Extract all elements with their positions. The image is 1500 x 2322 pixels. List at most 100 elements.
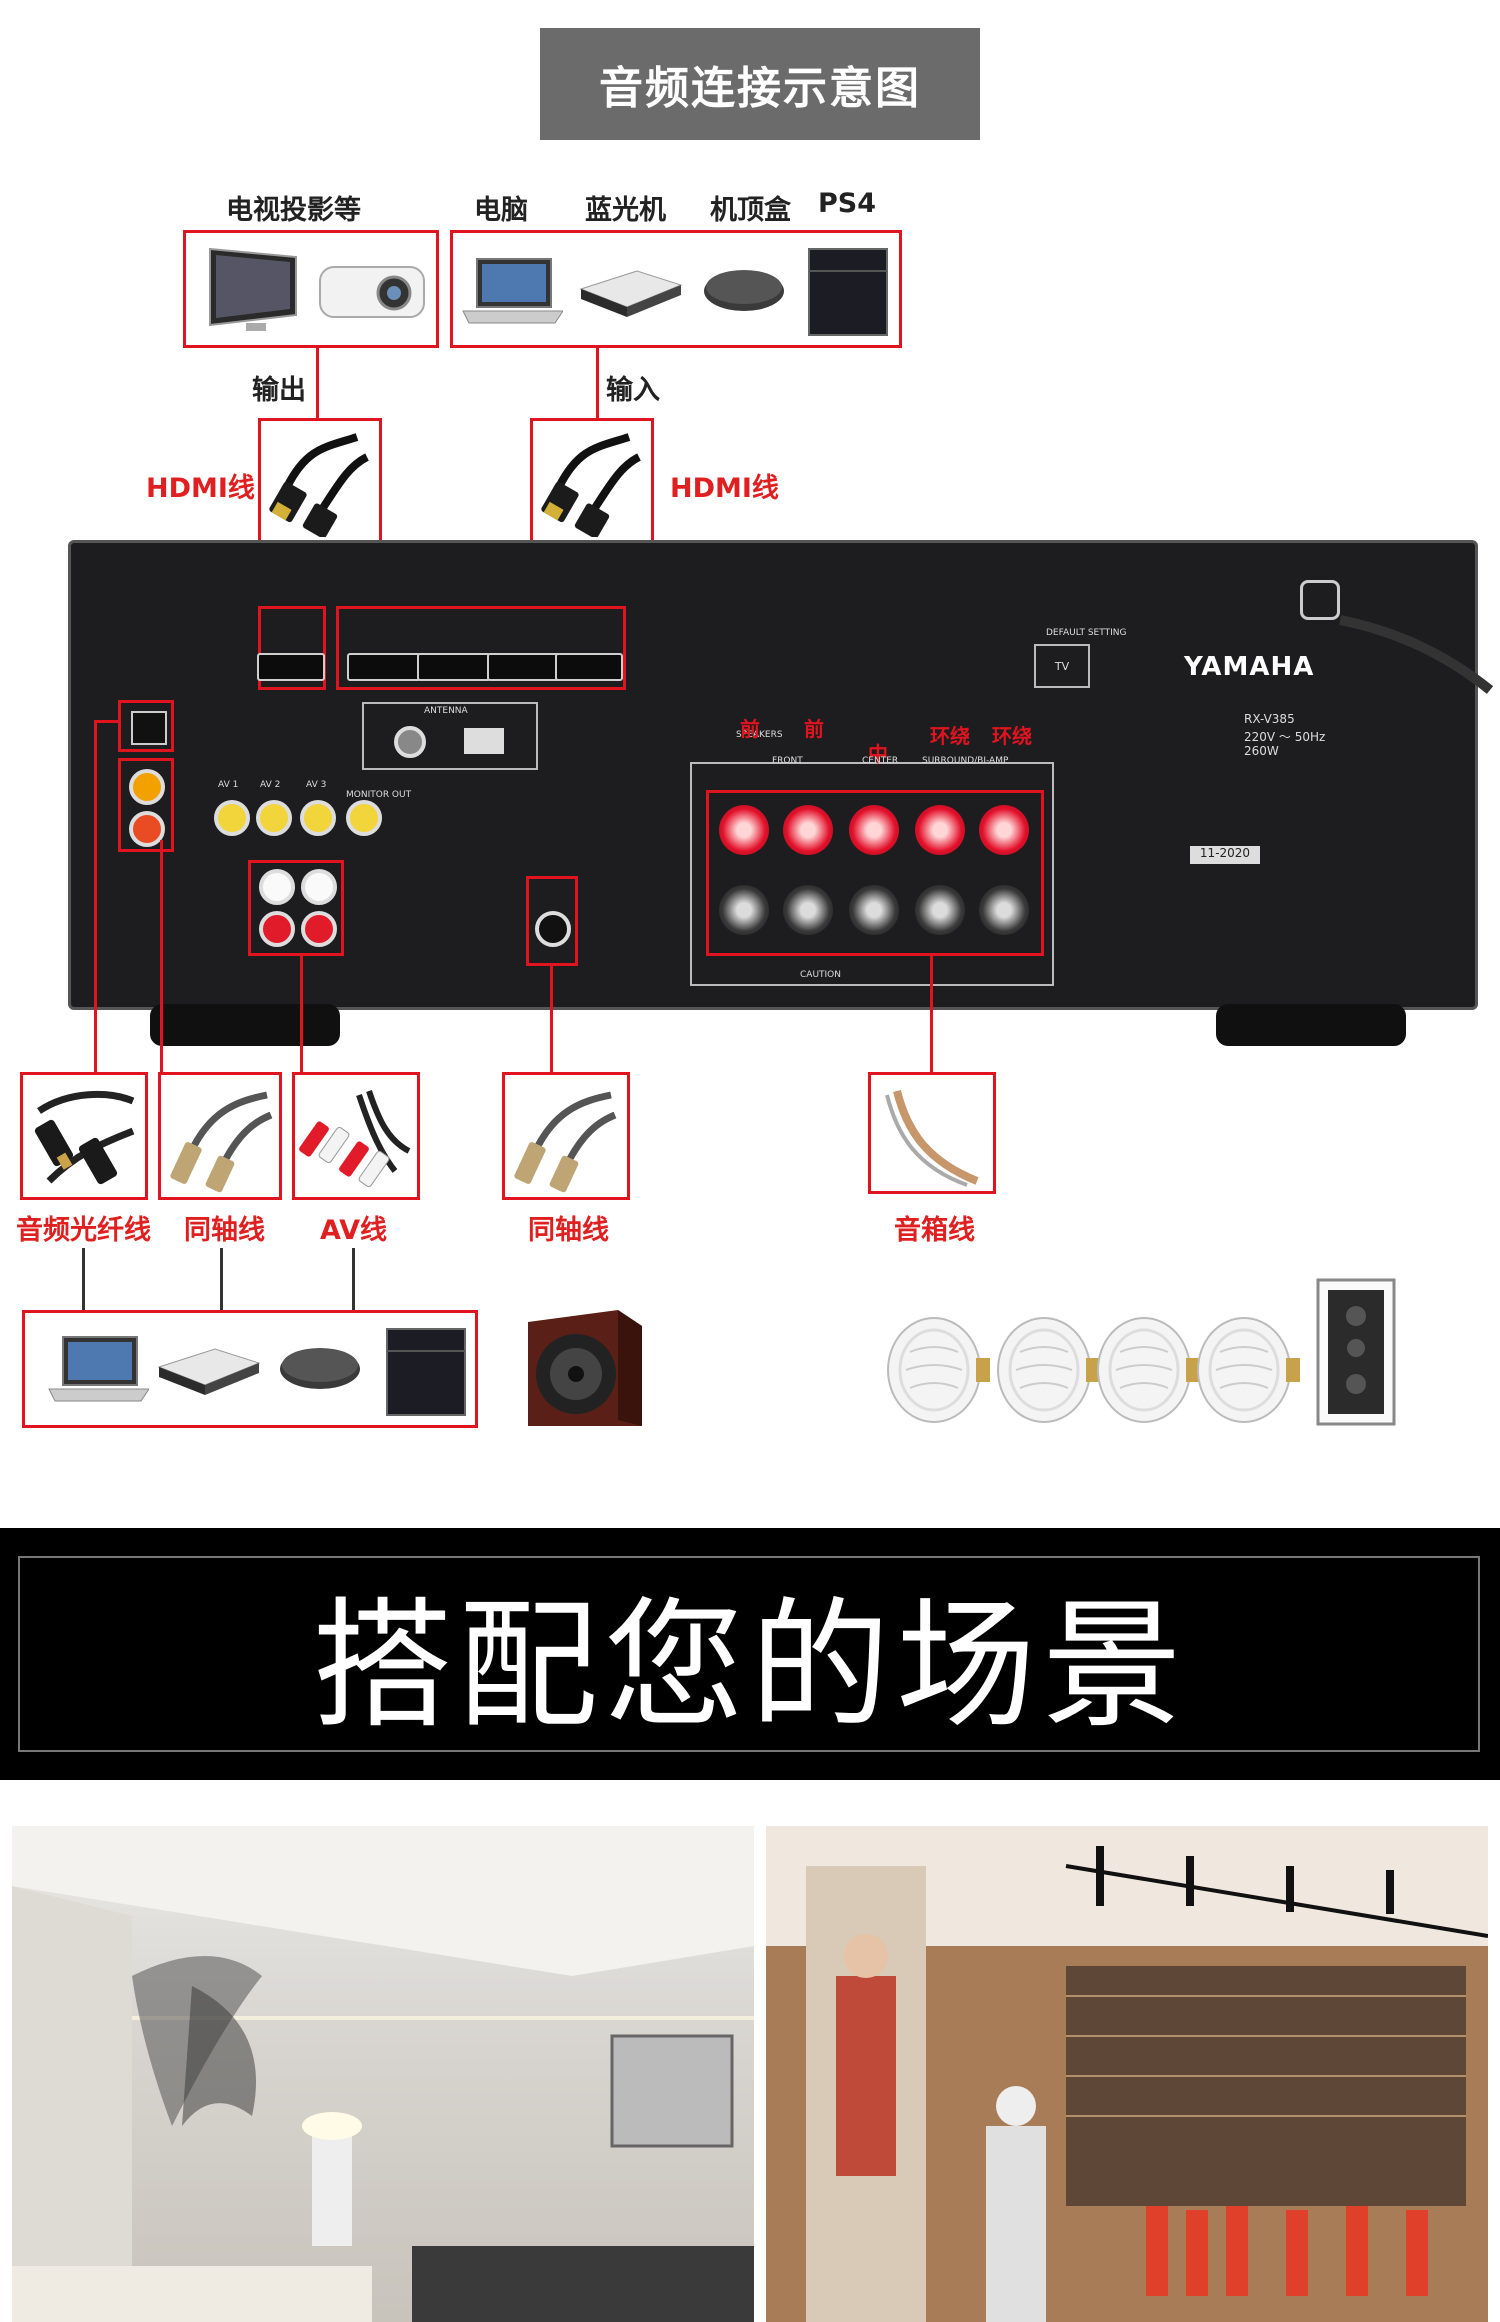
av3-label: AV 3 — [306, 780, 327, 790]
av-audio-r-port[interactable] — [301, 911, 337, 947]
av1-video-port[interactable] — [214, 800, 250, 836]
coax-in-port[interactable] — [129, 769, 165, 805]
surround-right-label: 环绕 — [992, 724, 1032, 748]
hdmi-in-port-2[interactable] — [417, 653, 491, 681]
input-label: 输入 — [606, 375, 660, 406]
tv-icon — [209, 247, 297, 331]
speakers-title: SPEAKERS — [736, 730, 783, 740]
hdmi-cable-left — [258, 418, 382, 543]
default-setting-label: DEFAULT SETTING — [1046, 628, 1127, 638]
scene-banner — [0, 1528, 1500, 1780]
surround-small-label: SURROUND/BI-AMP — [922, 756, 1009, 766]
av-audio-port-group — [248, 860, 344, 956]
surround-r-minus-terminal[interactable] — [979, 885, 1029, 935]
output-label: 输出 — [252, 375, 306, 406]
date-label: 11-2020 — [1190, 846, 1260, 864]
av2-video-port[interactable] — [256, 800, 292, 836]
optical-cable-icon — [34, 1091, 135, 1185]
connector-line — [596, 348, 599, 418]
av1-label: AV 1 — [218, 780, 239, 790]
front-left-label: 前 — [740, 717, 760, 741]
subwoofer-port-group — [526, 876, 578, 966]
hdmi-label-right: HDMI线 — [670, 473, 779, 504]
center-minus-terminal[interactable] — [849, 885, 899, 935]
optical-cable-label: 音频光纤线 — [16, 1215, 151, 1246]
coax-cable-label: 同轴线 — [184, 1215, 265, 1246]
living-room-photo — [12, 1826, 754, 2322]
connector-line — [300, 956, 303, 1074]
connector-line — [220, 1248, 223, 1310]
hdmi-in-port-3[interactable] — [487, 653, 561, 681]
av-audio-l-port[interactable] — [301, 869, 337, 905]
av-audio-l-port[interactable] — [259, 869, 295, 905]
subwoofer-out-port[interactable] — [535, 911, 571, 947]
hdmi-in-port-1[interactable] — [347, 653, 421, 681]
front-small-label: FRONT — [772, 756, 803, 766]
hdmi-out-port[interactable] — [257, 653, 325, 681]
receiver-foot — [150, 1004, 340, 1046]
center-label: 中 — [868, 742, 888, 766]
settop-icon — [704, 270, 784, 311]
tv-format-label: TV — [1054, 659, 1070, 673]
connector-line — [352, 1248, 355, 1310]
front-right-label: 前 — [804, 717, 824, 741]
speaker-wire-label: 音箱线 — [894, 1215, 975, 1246]
front-r-plus-terminal[interactable] — [783, 805, 833, 855]
scene-banner-frame — [18, 1556, 1480, 1752]
antenna-fm-port[interactable] — [394, 726, 426, 758]
optical-port[interactable] — [131, 711, 167, 745]
coax-cable-box — [158, 1072, 282, 1200]
center-plus-terminal[interactable] — [849, 805, 899, 855]
receiver-foot — [1216, 1004, 1406, 1046]
input-devices-box — [450, 230, 902, 348]
front-r-minus-terminal[interactable] — [783, 885, 833, 935]
sub-coax-cable-label: 同轴线 — [528, 1215, 609, 1246]
monitor-out-port[interactable] — [346, 800, 382, 836]
hdmi-cable-icon — [541, 433, 641, 537]
front-l-minus-terminal[interactable] — [719, 885, 769, 935]
power-cord-icon — [1300, 580, 1340, 620]
av-audio-r-port[interactable] — [259, 911, 295, 947]
surround-r-plus-terminal[interactable] — [979, 805, 1029, 855]
center-small-label: CENTER — [862, 756, 899, 766]
surround-l-plus-terminal[interactable] — [915, 805, 965, 855]
coax-out-port[interactable] — [129, 811, 165, 847]
av3-video-port[interactable] — [300, 800, 336, 836]
speaker-wire-icon — [885, 1090, 979, 1187]
group-label-ps4: PS4 — [818, 188, 877, 219]
surround-left-label: 环绕 — [930, 724, 970, 748]
ceiling-speaker-icon — [887, 1317, 990, 1423]
subwoofer-icon — [528, 1310, 642, 1426]
sub-coax-cable-box — [502, 1072, 630, 1200]
hdmi-in-port-4[interactable] — [555, 653, 623, 681]
hdmi-out-port-group — [257, 606, 326, 690]
bluray-icon — [157, 1348, 261, 1395]
speaker-terminal-frame — [690, 762, 1054, 986]
coaxial-cable-icon — [514, 1091, 617, 1193]
coax-port-group — [118, 758, 174, 852]
av-cable-box — [292, 1072, 420, 1200]
surround-l-minus-terminal[interactable] — [915, 885, 965, 935]
antenna-am-port[interactable] — [464, 728, 504, 754]
monitor-out-label: MONITOR OUT — [346, 790, 412, 800]
settop-icon — [280, 1348, 360, 1389]
hdmi-cable-right — [530, 418, 654, 543]
front-l-plus-terminal[interactable] — [719, 805, 769, 855]
ceiling-speaker-icon — [1197, 1317, 1300, 1423]
group-label-bluray: 蓝光机 — [585, 195, 666, 226]
wall-speaker-icon — [1316, 1278, 1396, 1426]
boutique-photo — [766, 1826, 1488, 2322]
speaker-terminal-group — [706, 790, 1044, 956]
connector-line — [160, 840, 163, 1074]
tv-format-switch[interactable]: TV — [1034, 644, 1090, 688]
laptop-icon — [462, 258, 563, 324]
antenna-label: ANTENNA — [424, 706, 468, 716]
hdmi-in-port-group — [336, 606, 626, 690]
page-title: 音频连接示意图 — [540, 28, 980, 140]
hdmi-label-left: HDMI线 — [146, 473, 255, 504]
source-devices-box — [22, 1310, 478, 1428]
bluray-icon — [579, 270, 683, 317]
ceiling-speaker-icon — [1097, 1317, 1200, 1423]
connector-line — [316, 348, 319, 418]
connector-line — [930, 956, 933, 1074]
